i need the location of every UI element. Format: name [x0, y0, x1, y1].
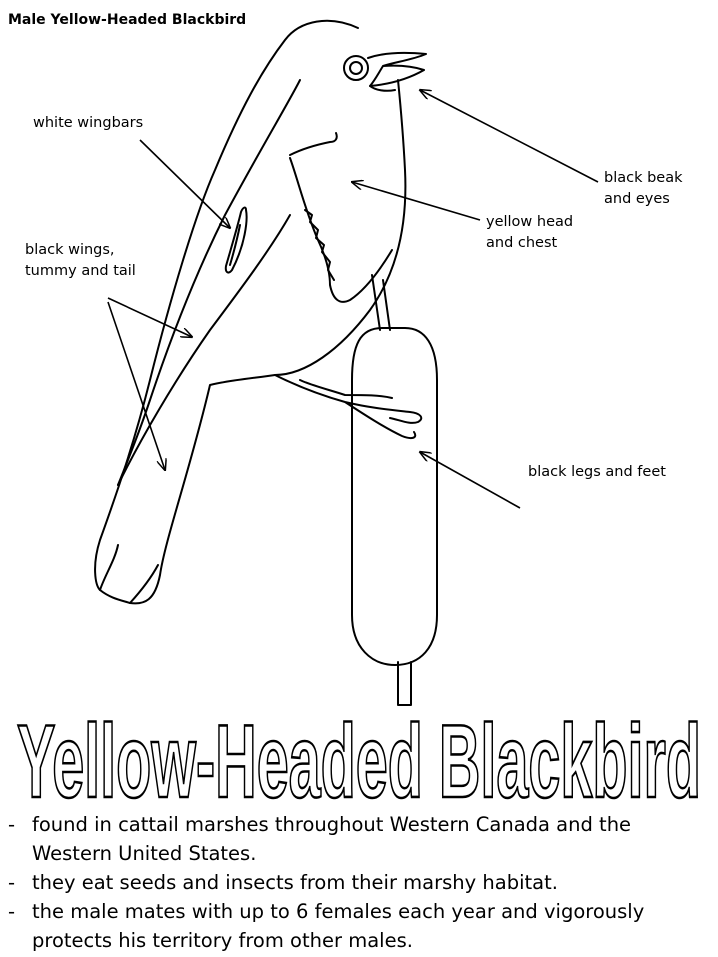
label-head: yellow head and chest	[486, 214, 574, 251]
eye-inner	[349, 61, 363, 75]
arrow-beak	[420, 90, 599, 183]
cattail-stem	[397, 661, 412, 706]
fact-marker: -	[8, 871, 16, 894]
label-beak: black beak and eyes	[604, 170, 683, 207]
label-wingbars: white wingbars	[33, 115, 144, 131]
fact-marker: -	[8, 900, 16, 923]
arrow-wings	[107, 297, 192, 337]
arrow-legs	[420, 452, 521, 509]
bird-body-outline	[94, 19, 407, 605]
chest-border	[289, 132, 393, 303]
wingbar	[224, 206, 248, 274]
fact-text: they eat seeds and insects from their ma…	[32, 871, 558, 894]
wingbar-inner	[229, 224, 241, 266]
leg	[274, 374, 423, 440]
label-wings: black wings, tummy and tail	[25, 242, 136, 279]
fact-text: found in cattail marshes throughout West…	[32, 813, 632, 865]
tail-edge	[99, 544, 159, 604]
header-title: Male Yellow-Headed Blackbird	[8, 12, 247, 28]
arrow-head	[352, 182, 481, 221]
arrow-tummy	[107, 301, 165, 470]
fact-item: - they eat seeds and insects from their …	[8, 868, 713, 897]
beak	[367, 51, 427, 87]
main-title-text: Yellow-Headed Blackbird	[17, 705, 701, 815]
wing-line	[117, 79, 301, 486]
arrow-wingbars	[139, 139, 230, 228]
cattail-head	[351, 327, 438, 666]
main-title: Yellow-Headed Blackbird	[16, 705, 703, 815]
fact-text: the male mates with up to 6 females each…	[32, 900, 645, 952]
fact-item: - found in cattail marshes throughout We…	[8, 810, 713, 868]
fact-item: - the male mates with up to 6 females ea…	[8, 897, 713, 955]
head-line	[369, 85, 396, 92]
wing-line-2	[117, 214, 291, 486]
eye-outer	[343, 55, 369, 81]
fact-marker: -	[8, 813, 16, 836]
facts-list: - found in cattail marshes throughout We…	[8, 810, 713, 955]
label-legs: black legs and feet	[528, 464, 666, 480]
chest-feathers	[304, 209, 335, 281]
